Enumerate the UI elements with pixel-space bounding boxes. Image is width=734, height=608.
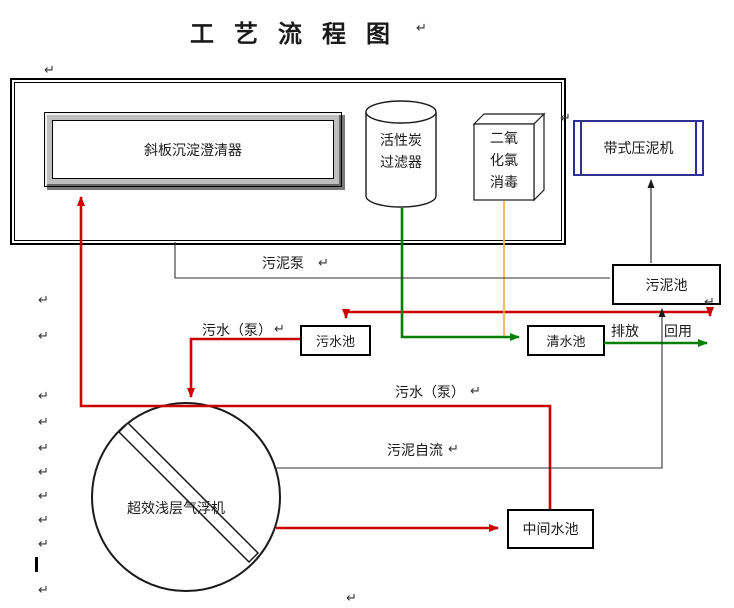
clarifier-label: 斜板沉淀澄清器 bbox=[52, 120, 334, 179]
label-sludge-pump: 污泥泵 bbox=[262, 257, 304, 272]
paragraph-return-mark: ↵ bbox=[318, 256, 329, 271]
air-flotation-label: 超效浅层气浮机 bbox=[127, 502, 225, 517]
air-flotation-shape[interactable] bbox=[91, 402, 281, 592]
paragraph-return-mark: ↵ bbox=[38, 329, 49, 344]
node-belt-press[interactable]: 带式压泥机 bbox=[573, 120, 704, 176]
carbon-filter-label: 活性炭 过滤器 bbox=[369, 131, 433, 175]
carbon-filter-label-line2: 过滤器 bbox=[380, 156, 422, 171]
paragraph-return-mark: ↵ bbox=[38, 415, 49, 430]
disinfection-label-line2: 化氯 bbox=[490, 154, 518, 169]
paragraph-return-mark: ↵ bbox=[44, 63, 55, 78]
paragraph-return-mark: ↵ bbox=[448, 442, 459, 457]
label-sludge-gravity-flow: 污泥自流 bbox=[387, 444, 443, 459]
paragraph-return-mark: ↵ bbox=[470, 384, 481, 399]
paragraph-return-mark: ↵ bbox=[38, 583, 49, 598]
label-reuse: 回用 bbox=[664, 325, 692, 340]
carbon-filter-cylinder-shape[interactable] bbox=[365, 100, 437, 208]
node-clarifier[interactable]: 斜板沉淀澄清器 bbox=[44, 112, 342, 187]
paragraph-return-mark: ↵ bbox=[346, 591, 357, 606]
node-clean-water-tank[interactable]: 清水池 bbox=[527, 325, 605, 356]
disinfection-cube-shape[interactable] bbox=[472, 112, 546, 202]
disinfection-label-line1: 二氧 bbox=[490, 132, 518, 147]
paragraph-return-mark: ↵ bbox=[560, 111, 571, 126]
disinfection-label-line3: 消毒 bbox=[490, 176, 518, 191]
belt-press-label: 带式压泥机 bbox=[580, 122, 697, 174]
text-anchor-mark bbox=[35, 557, 38, 572]
paragraph-return-mark: ↵ bbox=[38, 293, 49, 308]
node-sludge-tank[interactable]: 污泥池 bbox=[612, 264, 721, 305]
label-discharge: 排放 bbox=[611, 325, 639, 340]
carbon-filter-label-line1: 活性炭 bbox=[380, 134, 422, 149]
paragraph-return-mark: ↵ bbox=[38, 389, 49, 404]
disinfection-label: 二氧 化氯 消毒 bbox=[477, 129, 531, 195]
paragraph-return-mark: ↵ bbox=[38, 537, 49, 552]
paragraph-return-mark: ↵ bbox=[416, 21, 427, 36]
paragraph-return-mark: ↵ bbox=[274, 322, 285, 337]
paragraph-return-mark: ↵ bbox=[704, 295, 715, 310]
paragraph-return-mark: ↵ bbox=[38, 489, 49, 504]
node-intermediate-tank[interactable]: 中间水池 bbox=[507, 509, 594, 549]
node-wastewater-tank[interactable]: 污水池 bbox=[300, 325, 371, 356]
paragraph-return-mark: ↵ bbox=[38, 441, 49, 456]
label-wastewater-pump-upper: 污水（泵） bbox=[202, 324, 272, 339]
paragraph-return-mark: ↵ bbox=[38, 513, 49, 528]
label-wastewater-pump-lower: 污水（泵） bbox=[395, 386, 465, 401]
paragraph-return-mark: ↵ bbox=[38, 465, 49, 480]
page-title: 工 艺 流 程 图 bbox=[190, 22, 397, 48]
